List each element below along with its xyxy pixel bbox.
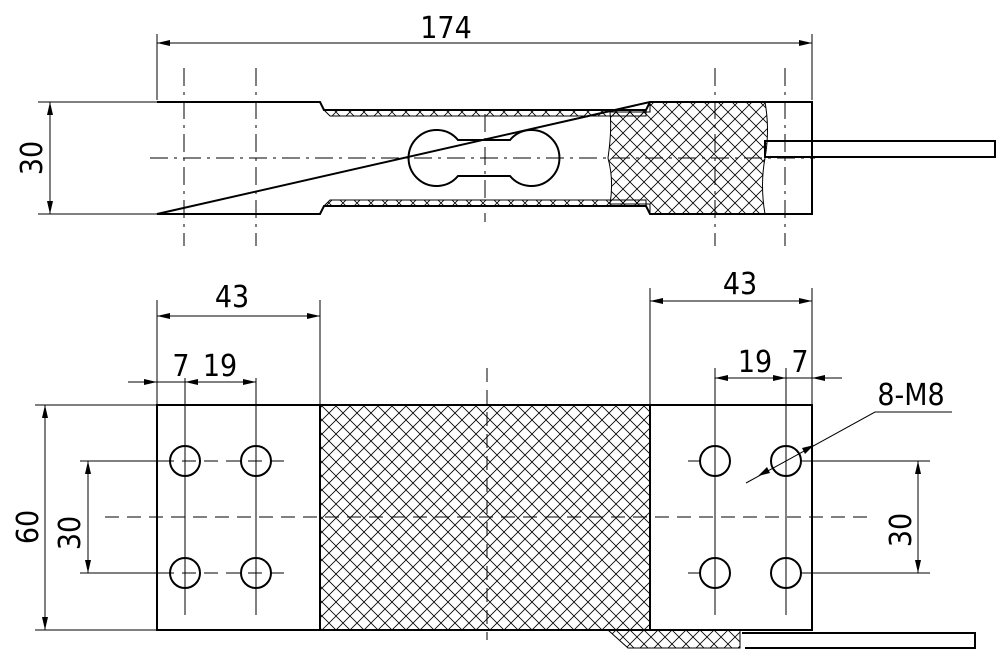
dim-30-top-label: 30	[15, 141, 50, 175]
dim-19-right-label: 19	[738, 345, 772, 380]
dim-30-left-lines	[80, 460, 168, 574]
arrow	[144, 379, 256, 385]
dim-60-lines	[35, 404, 157, 631]
arrow	[47, 102, 53, 214]
arrow	[915, 461, 921, 573]
dim-43-right-label: 43	[723, 267, 757, 302]
thread-callout-label: 8-M8	[877, 378, 944, 413]
bottom-hatch	[319, 404, 741, 649]
mounting-hole	[699, 557, 731, 589]
dim-43-left-lines	[156, 300, 321, 405]
dim-174-lines	[156, 34, 813, 100]
top-inner-line	[330, 115, 610, 201]
mounting-hole	[699, 445, 731, 477]
dim-60-label: 60	[11, 510, 46, 544]
mounting-hole	[240, 445, 272, 477]
dim-43-left-label: 43	[215, 280, 249, 315]
dim-30-right-label: 30	[884, 513, 919, 547]
arrow	[85, 461, 91, 573]
mounting-hole	[240, 557, 272, 589]
mounting-hole	[169, 557, 201, 589]
hole-axes	[184, 368, 787, 615]
dim-30-left-label: 30	[53, 516, 88, 550]
thread-leader	[745, 411, 952, 484]
top-cable	[764, 140, 996, 158]
strain-slot	[407, 129, 561, 187]
top-view: 174 30	[15, 11, 996, 246]
arrow	[715, 375, 825, 381]
dim-7-right-label: 7	[791, 345, 808, 380]
dim-174-label: 174	[420, 11, 472, 46]
dim-43-right-lines	[649, 288, 813, 405]
arrow	[758, 445, 814, 476]
dim-30-top-lines	[38, 101, 157, 215]
bottom-view: 43 43 7 19 19 7 8-M8 60 30 30	[11, 267, 976, 649]
mounting-hole	[169, 445, 201, 477]
dim-7-left-label: 7	[172, 349, 189, 384]
bottom-cable	[742, 632, 976, 649]
dim-19-left-label: 19	[203, 349, 237, 384]
dim-30-right-lines	[801, 460, 930, 574]
